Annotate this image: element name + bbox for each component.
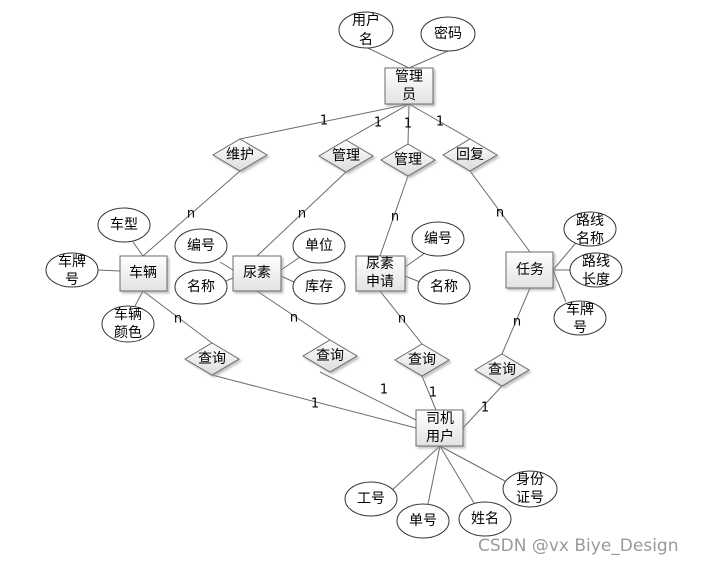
svg-text:查询: 查询 [408,352,436,368]
attribute-vehicle-type: 车型 [97,207,151,243]
svg-text:身份证号: 身份证号 [516,472,544,506]
svg-text:编号: 编号 [424,231,452,247]
relationship-maintain: 维护 [212,138,268,172]
svg-text:路线长度: 路线长度 [582,254,610,288]
entity-urea-apply: 尿素申请 [355,255,406,292]
attribute-urea-unit: 单位 [292,228,346,264]
cardinality: n [398,312,406,327]
svg-text:路线名称: 路线名称 [576,213,604,247]
attribute-urea-stock: 库存 [292,269,346,305]
svg-text:车牌号: 车牌号 [566,301,594,336]
attribute-driver-empno: 工号 [344,481,398,517]
attribute-urea-name: 名称 [174,269,228,305]
svg-text:库存: 库存 [305,279,333,295]
svg-text:名称: 名称 [187,279,215,295]
relationship-reply: 回复 [442,138,498,172]
svg-text:单号: 单号 [409,513,437,529]
svg-text:尿素: 尿素 [243,265,271,281]
svg-text:车辆颜色: 车辆颜色 [114,306,142,341]
attribute-apply-id: 编号 [411,221,465,257]
attribute-driver-name: 姓名 [458,501,512,537]
attribute-urea-id: 编号 [174,228,228,264]
connector-lines [97,46,581,505]
relationship-query-task: 查询 [474,353,530,387]
cardinality: 1 [380,383,388,398]
relationship-query-urea: 查询 [302,339,358,373]
svg-text:尿素申请: 尿素申请 [366,256,394,290]
svg-text:编号: 编号 [187,238,215,254]
svg-text:名称: 名称 [430,279,458,295]
svg-text:用户名: 用户名 [352,12,380,48]
svg-text:车型: 车型 [110,216,138,233]
entity-task: 任务 [505,251,554,289]
svg-text:车辆: 车辆 [129,264,157,281]
svg-text:姓名: 姓名 [471,511,499,527]
svg-text:车牌号: 车牌号 [58,253,86,288]
attribute-route-name: 路线名称 [563,211,617,247]
svg-text:查询: 查询 [488,362,516,378]
svg-text:密码: 密码 [434,25,462,42]
cardinality: n [391,210,399,225]
relationship-query-apply: 查询 [394,343,450,377]
entity-driver: 司机用户 [415,409,464,447]
attribute-vehicle-plate: 车牌号 [45,252,99,288]
cardinality: 1 [429,386,437,401]
relationship-query-vehicle: 查询 [184,342,240,376]
cardinality: 1 [404,117,412,132]
attribute-username: 用户名 [338,11,394,49]
svg-text:司机用户: 司机用户 [426,411,454,445]
svg-text:工号: 工号 [357,491,385,507]
cardinality: n [513,315,521,330]
svg-text:维护: 维护 [226,147,254,163]
attribute-task-plate: 车牌号 [553,300,607,336]
cardinality-labels: 1 1 1 1 n n n n n n n n 1 1 1 1 [174,114,521,416]
cardinality: n [496,206,504,221]
attribute-driver-idcard: 身份证号 [502,470,558,508]
cardinality: 1 [320,114,328,129]
svg-text:查询: 查询 [316,348,344,364]
attribute-apply-name: 名称 [417,269,471,305]
cardinality: n [298,207,306,222]
svg-text:管理: 管理 [394,152,422,168]
entity-admin: 管理员 [384,67,434,105]
attribute-route-length: 路线长度 [569,252,623,288]
relationship-manage-apply: 管理 [380,143,436,177]
watermark: CSDN @vx Biye_Design [478,536,679,556]
relationship-manage-urea: 管理 [318,139,374,173]
cardinality: 1 [311,397,319,412]
cardinality: n [174,312,182,327]
svg-text:单位: 单位 [305,238,333,254]
svg-text:回复: 回复 [456,146,484,163]
cardinality: 1 [481,401,489,416]
attribute-vehicle-color: 车辆颜色 [101,305,155,343]
cardinality: n [187,207,195,222]
svg-text:管理员: 管理员 [395,69,423,103]
entity-urea: 尿素 [232,255,282,292]
attribute-driver-orderno: 单号 [396,503,450,539]
cardinality: n [290,311,298,326]
attribute-password: 密码 [420,16,476,52]
entity-vehicle: 车辆 [119,255,168,292]
svg-text:查询: 查询 [198,351,226,367]
cardinality: 1 [374,116,382,131]
svg-text:管理: 管理 [332,148,360,164]
cardinality: 1 [436,115,444,130]
svg-text:任务: 任务 [516,262,544,278]
